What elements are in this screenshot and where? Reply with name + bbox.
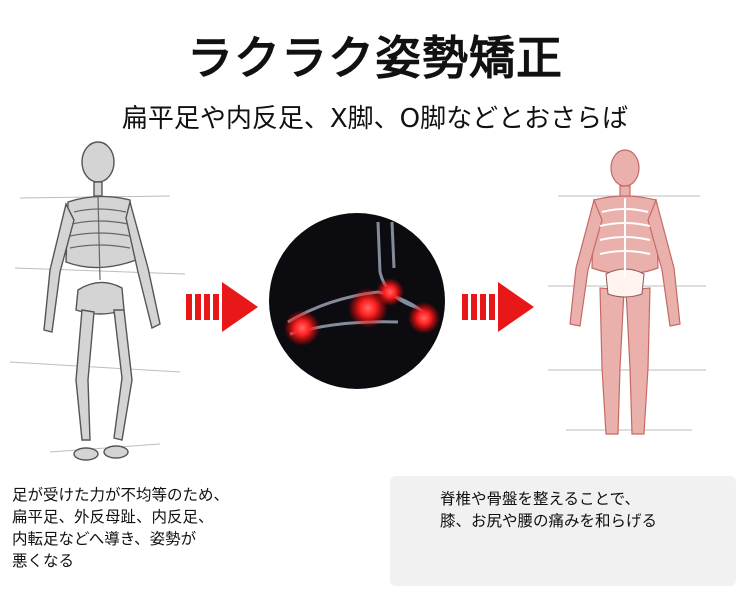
caption-line: 膝、お尻や腰の痛みを和らげる xyxy=(440,512,658,530)
caption-solution: 脊椎や骨盤を整えることで、 膝、お尻や腰の痛みを和らげる xyxy=(440,488,730,532)
caption-line: 脊椎や骨盤を整えることで、 xyxy=(440,490,640,508)
caption-box xyxy=(390,476,736,586)
page-title: ラクラク姿勢矯正 xyxy=(187,31,563,85)
foot-pain-xray xyxy=(269,213,445,389)
caption-line: 内転足などへ導き、姿勢が xyxy=(12,530,197,548)
right-arrow-icon xyxy=(186,282,258,332)
body-aligned xyxy=(548,149,706,435)
right-arrow-icon xyxy=(462,282,534,332)
skeleton-misaligned xyxy=(10,141,186,461)
caption-problem: 足が受けた力が不均等のため、 扁平足、外反母趾、内反足、 内転足などへ導き、姿勢… xyxy=(12,484,312,572)
caption-line: 扁平足、外反母趾、内反足、 xyxy=(12,508,214,526)
page-subtitle: 扁平足や内反足、X脚、O脚などとおさらば xyxy=(121,104,629,134)
caption-line: 悪くなる xyxy=(12,552,75,570)
caption-line: 足が受けた力が不均等のため、 xyxy=(12,486,230,504)
